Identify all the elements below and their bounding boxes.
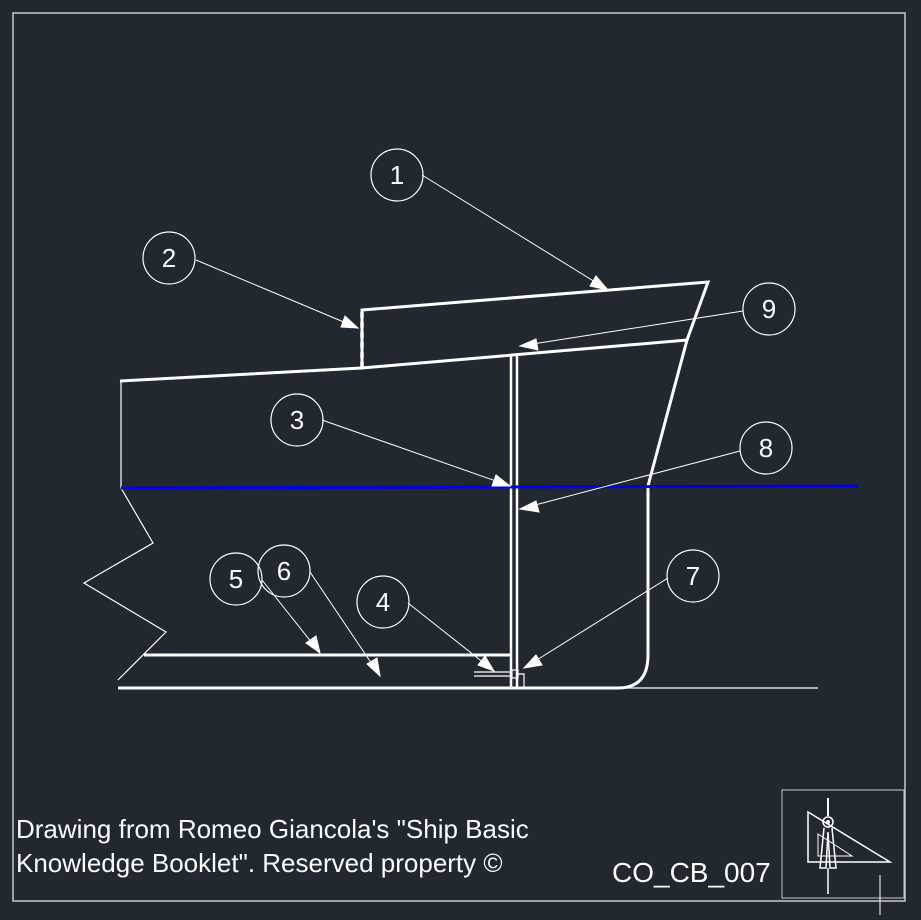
leader-2 xyxy=(195,259,359,329)
callout-5-label: 5 xyxy=(229,564,243,594)
arrowhead-6 xyxy=(366,657,381,678)
callout-6: 6 xyxy=(257,544,311,598)
callout-7: 7 xyxy=(666,549,720,603)
callout-6-label: 6 xyxy=(277,556,291,586)
arrowhead-8 xyxy=(518,500,540,513)
arrowhead-2 xyxy=(340,315,360,329)
callout-9: 9 xyxy=(742,282,796,336)
outer-frame xyxy=(12,12,906,902)
leader-8 xyxy=(519,450,741,510)
callout-7-label: 7 xyxy=(686,561,700,591)
arrowhead-5 xyxy=(305,635,321,655)
waterline xyxy=(120,484,859,490)
callout-2-label: 2 xyxy=(162,243,176,273)
leader-1 xyxy=(421,174,609,291)
aft-break-line xyxy=(82,381,167,681)
callout-8-label: 8 xyxy=(759,433,773,463)
drafting-compass-square-icon xyxy=(781,789,905,915)
callout-5: 5 xyxy=(209,552,263,606)
callout-1: 1 xyxy=(370,148,424,202)
callout-4: 4 xyxy=(356,575,410,629)
main-deck-and-stem xyxy=(119,338,690,487)
arrowhead-1 xyxy=(589,275,610,291)
credit-line-2: Knowledge Booklet". Reserved property © xyxy=(16,848,503,878)
forecastle-outline xyxy=(360,280,711,368)
credit-line-1: Drawing from Romeo Giancola's "Ship Basi… xyxy=(16,814,529,844)
callout-3: 3 xyxy=(270,393,324,447)
leader-9 xyxy=(519,310,744,347)
callout-9-label: 9 xyxy=(762,294,776,324)
callout-3-label: 3 xyxy=(290,405,304,435)
arrowhead-9 xyxy=(518,338,539,351)
drawing-credit: Drawing from Romeo Giancola's "Ship Basi… xyxy=(16,812,529,880)
callout-8: 8 xyxy=(739,421,793,475)
arrowhead-4 xyxy=(477,655,496,672)
callout-2: 2 xyxy=(142,231,196,285)
leader-3 xyxy=(321,419,511,487)
arrowhead-3 xyxy=(491,474,512,487)
callouts: 1 2 3 4 5 6 7 8 xyxy=(142,148,796,629)
valve-handle xyxy=(518,673,525,688)
callout-4-label: 4 xyxy=(376,587,390,617)
leader-lines xyxy=(195,174,744,678)
leader-6 xyxy=(309,571,381,677)
leader-4 xyxy=(407,602,495,672)
leader-7 xyxy=(523,577,669,669)
callout-1-label: 1 xyxy=(390,160,404,190)
arrowhead-7 xyxy=(522,654,543,669)
drawing-code: CO_CB_007 xyxy=(612,857,771,888)
